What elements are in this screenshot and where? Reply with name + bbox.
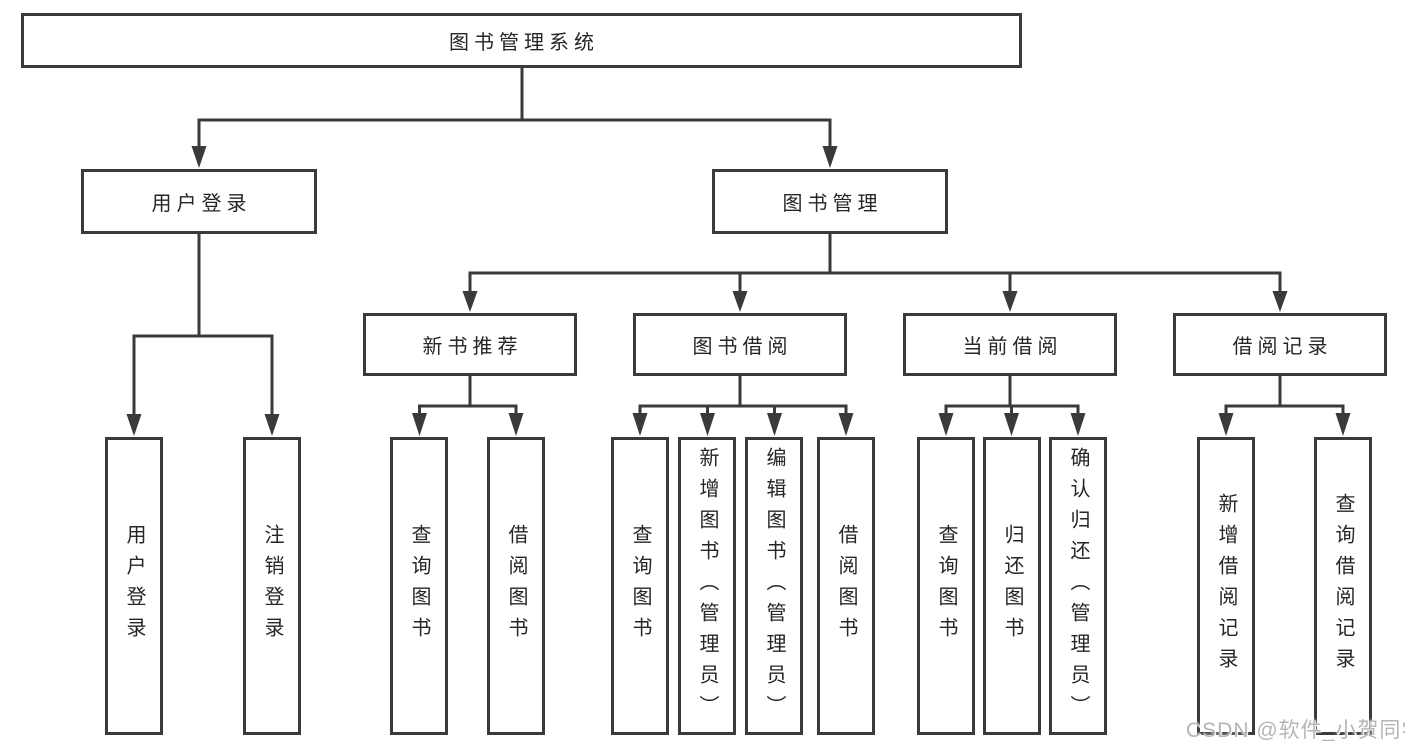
node-new-book-recommend: 新书推荐: [363, 313, 577, 376]
node-root-system: 图书管理系统: [21, 13, 1022, 68]
node-user-login: 用户登录: [81, 169, 317, 234]
leaf-edit-books-admin: 编辑图书（管理员）: [745, 437, 803, 735]
leaf-confirm-return-admin: 确认归还（管理员）: [1049, 437, 1107, 735]
node-borrow-records: 借阅记录: [1173, 313, 1387, 376]
leaf-query-borrow-record: 查询借阅记录: [1314, 437, 1372, 735]
leaf-logout: 注销登录: [243, 437, 301, 735]
leaf-query-books: 查询图书: [611, 437, 669, 735]
node-current-borrow: 当前借阅: [903, 313, 1117, 376]
watermark: CSDN @软件_小贺同学: [1186, 719, 1405, 742]
node-book-borrow: 图书借阅: [633, 313, 847, 376]
leaf-user-login: 用户登录: [105, 437, 163, 735]
leaf-return-books: 归还图书: [983, 437, 1041, 735]
leaf-query-books: 查询图书: [917, 437, 975, 735]
leaf-add-borrow-record: 新增借阅记录: [1197, 437, 1255, 735]
leaf-borrow-books: 借阅图书: [487, 437, 545, 735]
leaf-add-books-admin: 新增图书（管理员）: [678, 437, 736, 735]
node-book-management: 图书管理: [712, 169, 948, 234]
leaf-borrow-books: 借阅图书: [817, 437, 875, 735]
leaf-query-books: 查询图书: [390, 437, 448, 735]
